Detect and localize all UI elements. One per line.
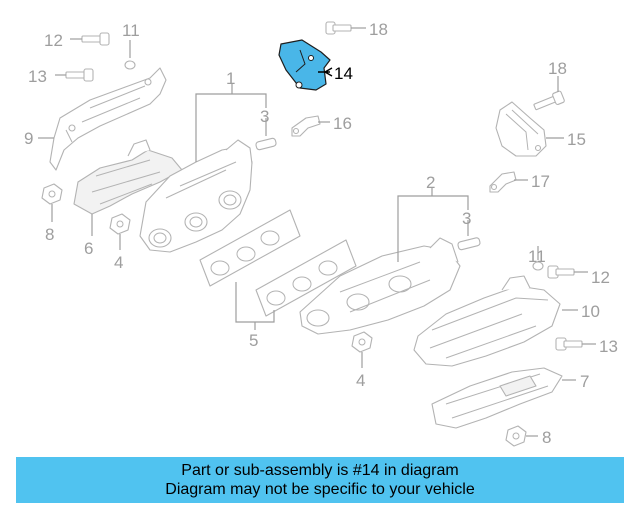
callout-8-lower: 8 (542, 428, 551, 447)
nut-11-upper (124, 60, 136, 70)
heat-shield-9 (49, 67, 167, 171)
stud-3-upper (255, 137, 277, 151)
callout-3-upper: 3 (260, 107, 269, 126)
gasket-left (199, 209, 301, 287)
bolt-12-lower (547, 265, 575, 279)
callout-13-lower: 13 (599, 337, 618, 356)
nut-4-lower (351, 331, 373, 353)
callout-10: 10 (581, 302, 600, 321)
heat-shield-6 (73, 139, 183, 215)
nut-11-lower (532, 261, 544, 271)
callout-8-left: 8 (45, 225, 54, 244)
callout-7: 7 (580, 372, 589, 391)
info-banner: Part or sub-assembly is #14 in diagram D… (16, 457, 624, 503)
bracket-16 (291, 115, 321, 137)
bolt-13-upper (65, 68, 94, 82)
callout-2: 2 (426, 173, 435, 192)
callout-9: 9 (24, 129, 33, 148)
callout-4-lower: 4 (356, 371, 365, 390)
exhaust-manifold-2 (299, 237, 461, 335)
callout-15: 15 (567, 130, 586, 149)
bracket-17 (489, 171, 517, 193)
gasket-right (255, 239, 357, 317)
exhaust-manifold-1 (139, 139, 253, 253)
callout-11-lower: 11 (528, 247, 546, 266)
callout-18-lower: 18 (548, 59, 567, 78)
bolt-18-upper (325, 21, 352, 35)
callout-1: 1 (226, 69, 235, 88)
callout-12-upper: 12 (44, 31, 63, 50)
leader-14 (318, 67, 333, 77)
heat-shield-10 (413, 275, 561, 367)
callout-3-lower: 3 (462, 209, 471, 228)
callout-5: 5 (249, 331, 258, 350)
callout-14: 14 (334, 64, 353, 83)
callout-18-upper: 18 (369, 20, 388, 39)
callout-11-upper: 11 (122, 21, 140, 40)
exhaust-manifold-diagram: 14 12 13 11 9 6 8 4 (24, 20, 618, 447)
banner-line-2: Diagram may not be specific to your vehi… (165, 481, 475, 498)
callout-13-upper: 13 (28, 67, 47, 86)
bolt-18-lower (533, 90, 565, 111)
banner-line-1: Part or sub-assembly is #14 in diagram (181, 462, 459, 479)
stud-3-lower (457, 237, 481, 251)
callout-16: 16 (333, 114, 352, 133)
heat-shield-15 (495, 101, 547, 157)
heat-shield-7 (431, 367, 563, 429)
nut-4-left (109, 213, 131, 235)
callout-4-left: 4 (114, 253, 123, 272)
bolt-12-upper (81, 32, 110, 46)
bolt-13-lower (555, 337, 583, 351)
callout-17: 17 (531, 172, 550, 191)
callout-6: 6 (84, 239, 93, 258)
nut-8-left (41, 183, 63, 205)
nut-8-lower (505, 425, 527, 447)
part-14-heat-shield-bracket[interactable] (278, 39, 331, 91)
callout-12-lower: 12 (591, 268, 610, 287)
